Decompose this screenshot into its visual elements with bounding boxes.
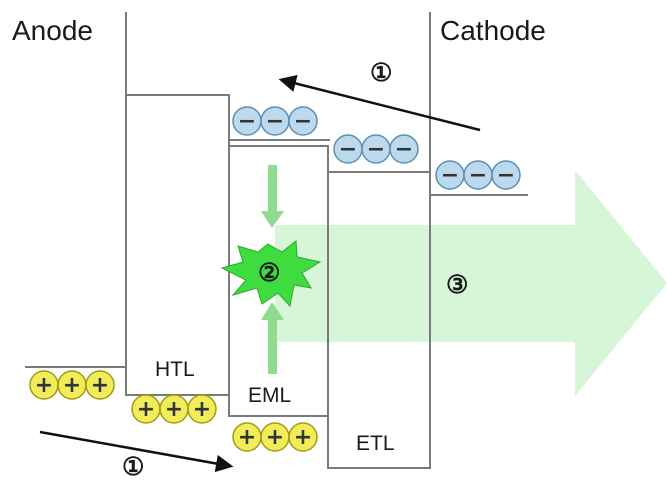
eml-label: EML xyxy=(248,384,292,407)
htl-label: HTL xyxy=(155,358,195,381)
hole-carrier xyxy=(187,394,217,424)
hole-carrier xyxy=(85,370,115,400)
electron-sign: − xyxy=(339,137,357,162)
electron-group-etl: −−− xyxy=(333,134,419,164)
hole-group-eml: + + + xyxy=(232,422,318,452)
anode-label: Anode xyxy=(12,15,93,46)
electron-injection-arrow xyxy=(278,74,481,132)
etl-layer-box xyxy=(327,171,431,469)
electron-transport-arrow xyxy=(261,165,284,228)
hole-sign: + xyxy=(63,373,81,398)
electron-sign: − xyxy=(395,137,413,162)
electron-sign: − xyxy=(497,163,515,188)
hole-sign: + xyxy=(35,373,53,398)
emission-arrow xyxy=(275,170,667,396)
cathode-label: Cathode xyxy=(440,15,546,46)
hole-sign: + xyxy=(294,425,312,450)
recombination-step-label: ② xyxy=(258,259,281,287)
electron-carrier xyxy=(288,106,318,136)
htl-layer-box xyxy=(125,94,230,396)
hole-carrier xyxy=(288,422,318,452)
hole-injection-step-label: ① xyxy=(122,453,145,481)
electron-sign: − xyxy=(266,109,284,134)
recombination-burst xyxy=(220,240,322,308)
electron-group-eml: −−− xyxy=(232,106,318,136)
electron-sign: − xyxy=(441,163,459,188)
hole-sign: + xyxy=(266,425,284,450)
electron-carrier xyxy=(389,134,419,164)
electron-sign: − xyxy=(238,109,256,134)
hole-transport-arrow xyxy=(261,302,284,374)
electron-injection-step-label: ① xyxy=(370,59,393,87)
electron-sign: − xyxy=(294,109,312,134)
electron-carrier xyxy=(491,160,521,190)
hole-injection-arrow xyxy=(39,430,234,473)
hole-sign: + xyxy=(165,397,183,422)
electron-group-cathode: −−− xyxy=(435,160,521,190)
hole-sign: + xyxy=(137,397,155,422)
hole-group-anode: + + + xyxy=(29,370,115,400)
etl-label: ETL xyxy=(356,432,395,455)
electron-sign: − xyxy=(469,163,487,188)
emission-step-label: ③ xyxy=(446,271,469,299)
hole-group-htl: + + + xyxy=(131,394,217,424)
electron-sign: − xyxy=(367,137,385,162)
hole-sign: + xyxy=(91,373,109,398)
charge-carriers: −−−−−−−−−+++++++++ xyxy=(29,106,521,452)
hole-sign: + xyxy=(238,425,256,450)
hole-sign: + xyxy=(193,397,211,422)
